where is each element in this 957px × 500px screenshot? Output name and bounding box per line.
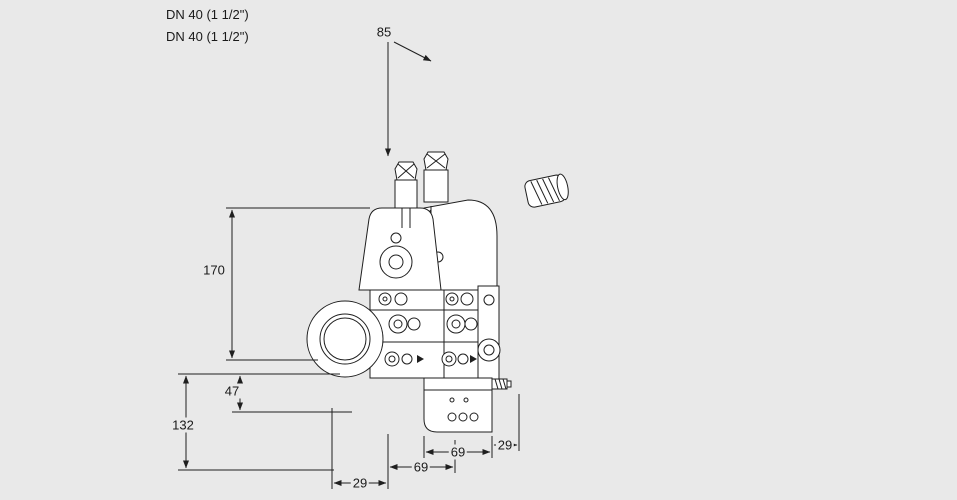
dim-85-label: 85 — [374, 24, 394, 40]
dim-69-right-label: 69 — [448, 444, 468, 460]
dim-170-label: 170 — [201, 262, 227, 278]
left-actuator-housing — [358, 207, 442, 291]
valve-assembly — [306, 151, 569, 433]
spare-coil — [524, 173, 569, 208]
nominal-size-label-2: DN 40 (1 1/2") — [166, 29, 249, 44]
right-valve-cap — [423, 151, 449, 203]
nominal-size-label-1: DN 40 (1 1/2") — [166, 7, 249, 22]
dim-69-left-label: 69 — [411, 459, 431, 475]
dim-29-right-label: 29 — [495, 437, 515, 453]
flow-direction-icon — [417, 355, 424, 363]
valve-body — [369, 285, 501, 381]
dim-47-label: 47 — [222, 383, 242, 399]
dim-85-leader-right — [393, 41, 432, 62]
left-valve-cap — [394, 161, 418, 209]
inlet-flange — [306, 300, 384, 378]
dim-132-label: 132 — [170, 417, 196, 433]
regulator-block — [423, 377, 512, 433]
flow-direction-icon — [470, 355, 477, 363]
dim-29-left-label: 29 — [350, 475, 370, 491]
